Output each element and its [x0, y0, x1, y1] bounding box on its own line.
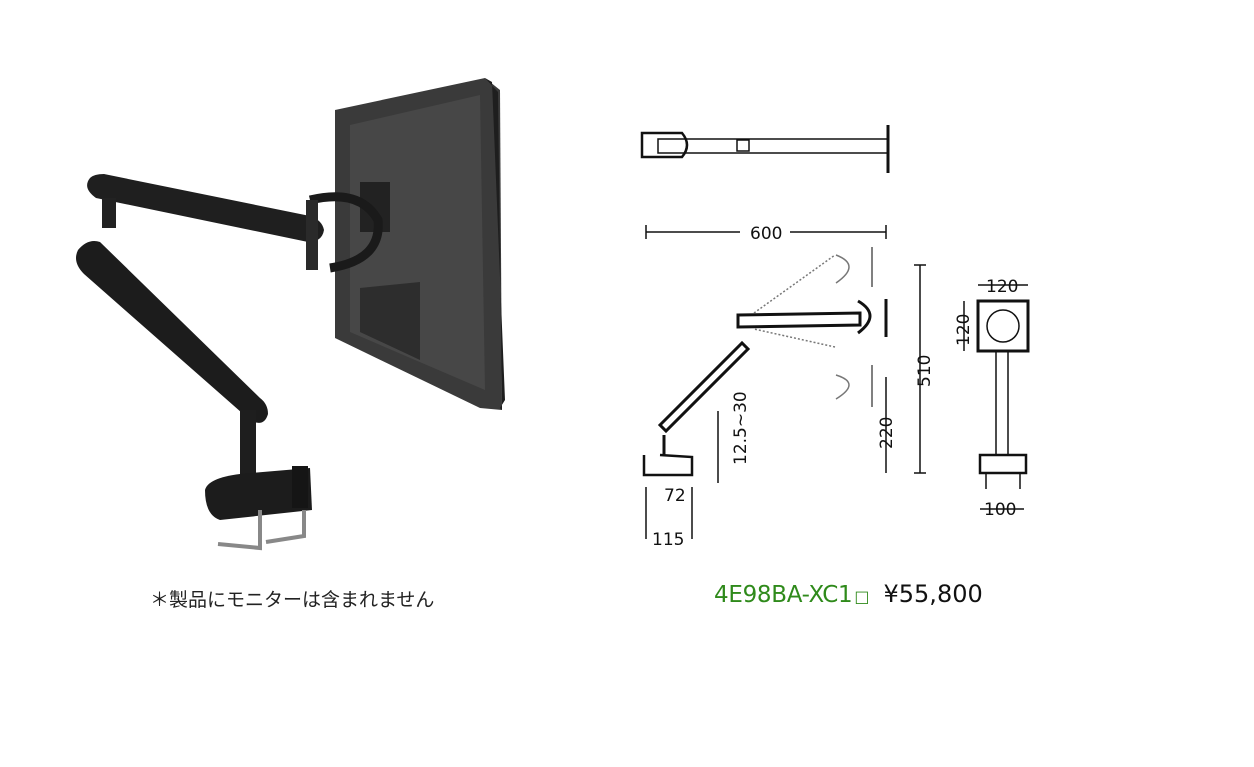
dimension-drawing: 600 510 220 12.5~30 72 115 120 120 100 — [640, 125, 1030, 550]
side-view-arm-icon — [642, 247, 888, 477]
model-variant-box: □ — [854, 587, 870, 606]
dim-72: 72 — [664, 486, 686, 506]
dim-vesa-width: 120 — [986, 277, 1018, 297]
dim-100: 100 — [984, 500, 1016, 520]
dim-510: 510 — [915, 355, 935, 387]
dim-600: 600 — [750, 224, 782, 244]
top-view-icon — [640, 125, 890, 173]
upper-arm-icon — [87, 174, 324, 242]
product-price: ¥55,800 — [883, 580, 983, 608]
product-info: 4E98BA-XC1 □ ¥55,800 — [714, 580, 983, 608]
model-code: 4E98BA-XC1 — [714, 582, 853, 608]
desk-clamp-icon — [205, 466, 312, 551]
front-view-icon — [976, 299, 1030, 489]
dim-115: 115 — [652, 530, 684, 550]
monitor-arm-photo — [76, 78, 505, 551]
monitor-back-icon — [335, 78, 505, 410]
dim-vesa-height: 120 — [954, 314, 974, 346]
lower-arm-icon — [76, 241, 268, 480]
dim-clamp-thickness: 12.5~30 — [731, 391, 751, 465]
dim-220: 220 — [877, 417, 897, 449]
product-caption: ＊製品にモニターは含まれません — [150, 589, 435, 611]
width-dimension — [645, 225, 887, 239]
tilt-bracket-icon — [306, 192, 383, 273]
